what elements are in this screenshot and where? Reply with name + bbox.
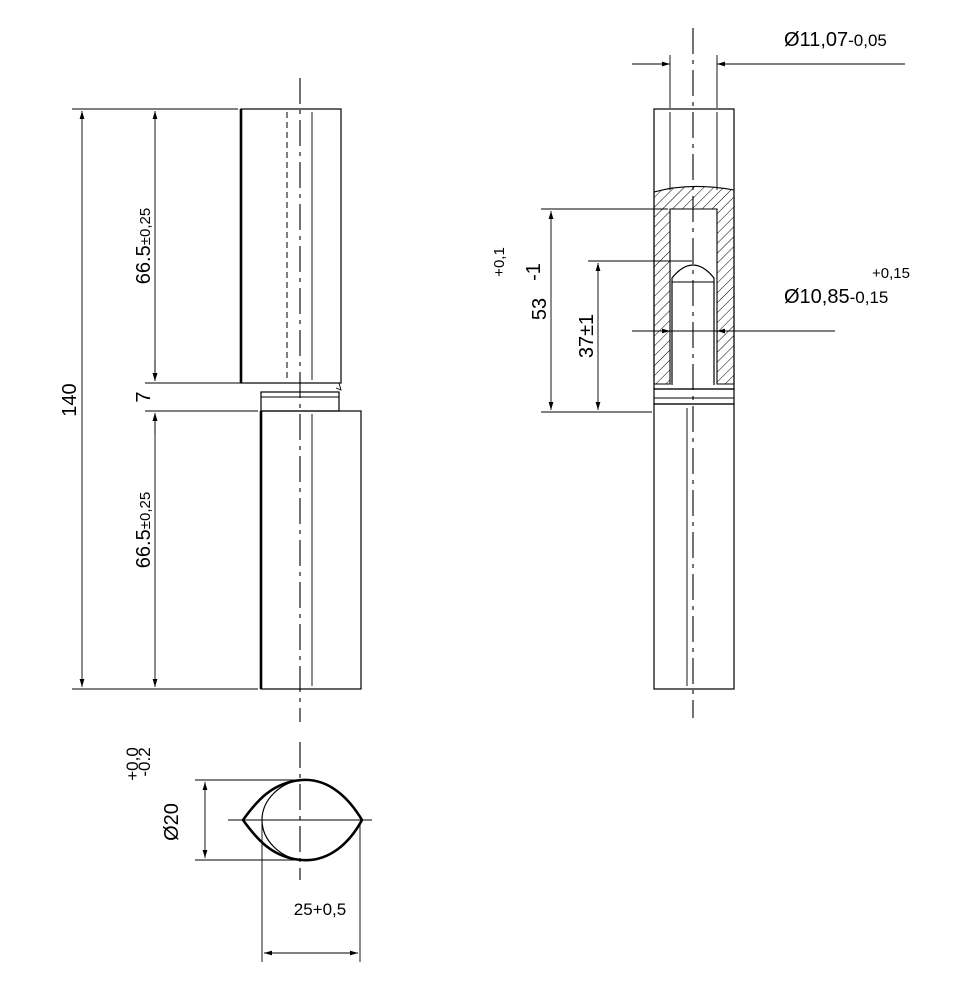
- bore-depth-tol-lower: -1: [523, 263, 545, 281]
- lower-tol-label: ±0,25: [137, 492, 154, 529]
- lower-hinge-body: [260, 410, 362, 690]
- lower-length-label: 66.5: [133, 529, 155, 568]
- upper-hinge-body: [240, 108, 342, 384]
- bore-depth-label: 53: [529, 298, 551, 320]
- cross-section-outline: [241, 778, 364, 862]
- total-length-label: 140: [59, 383, 81, 416]
- top-diameter-label: Ø11,07-0,05: [784, 29, 887, 51]
- lower-pin: [653, 403, 735, 690]
- section-width-label: 25+0,5: [294, 900, 346, 919]
- bore-diameter-label: Ø10,85-0,15: [784, 286, 888, 308]
- right-section-view: Ø11,07-0,05 +0,15 Ø10,85-0,15 53 -1 +0,1…: [491, 28, 910, 718]
- hatched-section: [653, 185, 735, 385]
- cross-section-view: Ø20 -0.2 +0,0 25+0,5: [123, 742, 372, 962]
- svg-text:66.5±0,25: 66.5±0,25: [133, 208, 155, 284]
- upper-length-label: 66.5: [133, 245, 155, 284]
- bore-tol-upper: +0,15: [872, 265, 910, 282]
- section-tol-upper: +0,0: [123, 747, 142, 781]
- pin-depth-label: 37±1: [576, 314, 598, 358]
- section-tol-lower: -0.2: [135, 747, 154, 776]
- left-elevation-view: 140 66.5±0,25 7 66.5±0,25: [59, 78, 362, 722]
- bore-depth-tol-upper: +0,1: [491, 247, 508, 277]
- section-diameter-label: Ø20: [161, 803, 183, 841]
- svg-text:66.5±0,25: 66.5±0,25: [133, 492, 155, 568]
- upper-tol-label: ±0,25: [137, 208, 154, 245]
- gap-label: 7: [133, 391, 155, 402]
